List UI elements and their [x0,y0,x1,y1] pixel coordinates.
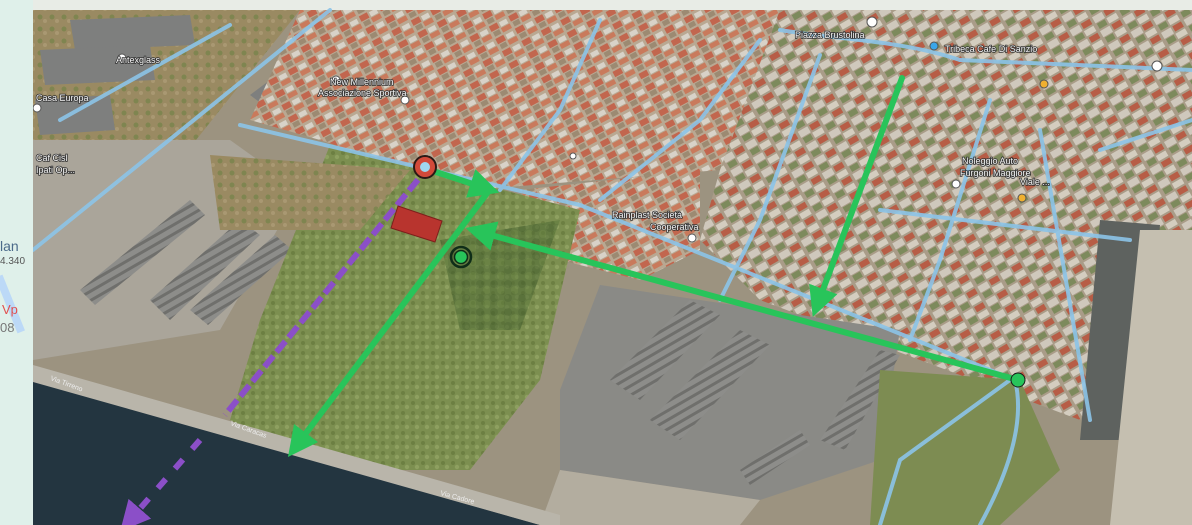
top-left-buildings [35,15,330,135]
green-arrow-4 [809,75,905,318]
poi-label-piazza: Piazza Brustolina [795,30,865,40]
poi-label-newmill: New Millennium [330,77,394,87]
target-marker[interactable] [449,245,473,269]
poi-label-caf2: Ipati Op... [36,165,75,175]
poi-pins [32,16,1163,243]
strip-label: lan [0,238,19,254]
poi-label-rainplast: Rainplast Società [612,210,682,220]
poi-label-tribeca: Tribeca Cafe Di Sanzio [945,44,1037,54]
poi-label-vialex: Viale ... [1020,177,1050,187]
right-yard [1110,230,1192,525]
roundabout-marker [1010,372,1026,388]
poi-label-furgoni: Furgoni Maggiore [960,168,1031,178]
vacant-lot-dry [210,155,410,230]
green-arrow-3 [465,221,1021,383]
poi-label-caf: Caf Cisl [36,153,68,163]
poi-label-assoc: Associazione Sportiva [318,88,407,98]
poi-label-euro: Casa Europa [36,93,89,103]
residential-north [250,10,780,190]
strip-badge-value: 08 [0,320,15,335]
green-arrow-2 [287,189,491,457]
strip-value: 4.340 [0,256,26,267]
green-route [287,75,1021,457]
left-map-strip: lan 4.340 Vp 08 [0,0,33,525]
poi-label-antex: Antexglass [116,55,161,65]
strip-badge: Vp [2,302,18,317]
factory-yard [540,470,760,525]
park-southeast [870,370,1060,525]
poi-label-coop: Cooperativa [650,222,699,232]
origin-marker[interactable] [413,155,437,179]
factory-complex [560,285,900,500]
site-building [390,205,443,243]
purple-route [120,163,433,525]
poi-label-noleggio: Noleggio Auto [962,156,1018,166]
green-arrow-1 [427,167,500,198]
residential-east [700,10,1192,420]
